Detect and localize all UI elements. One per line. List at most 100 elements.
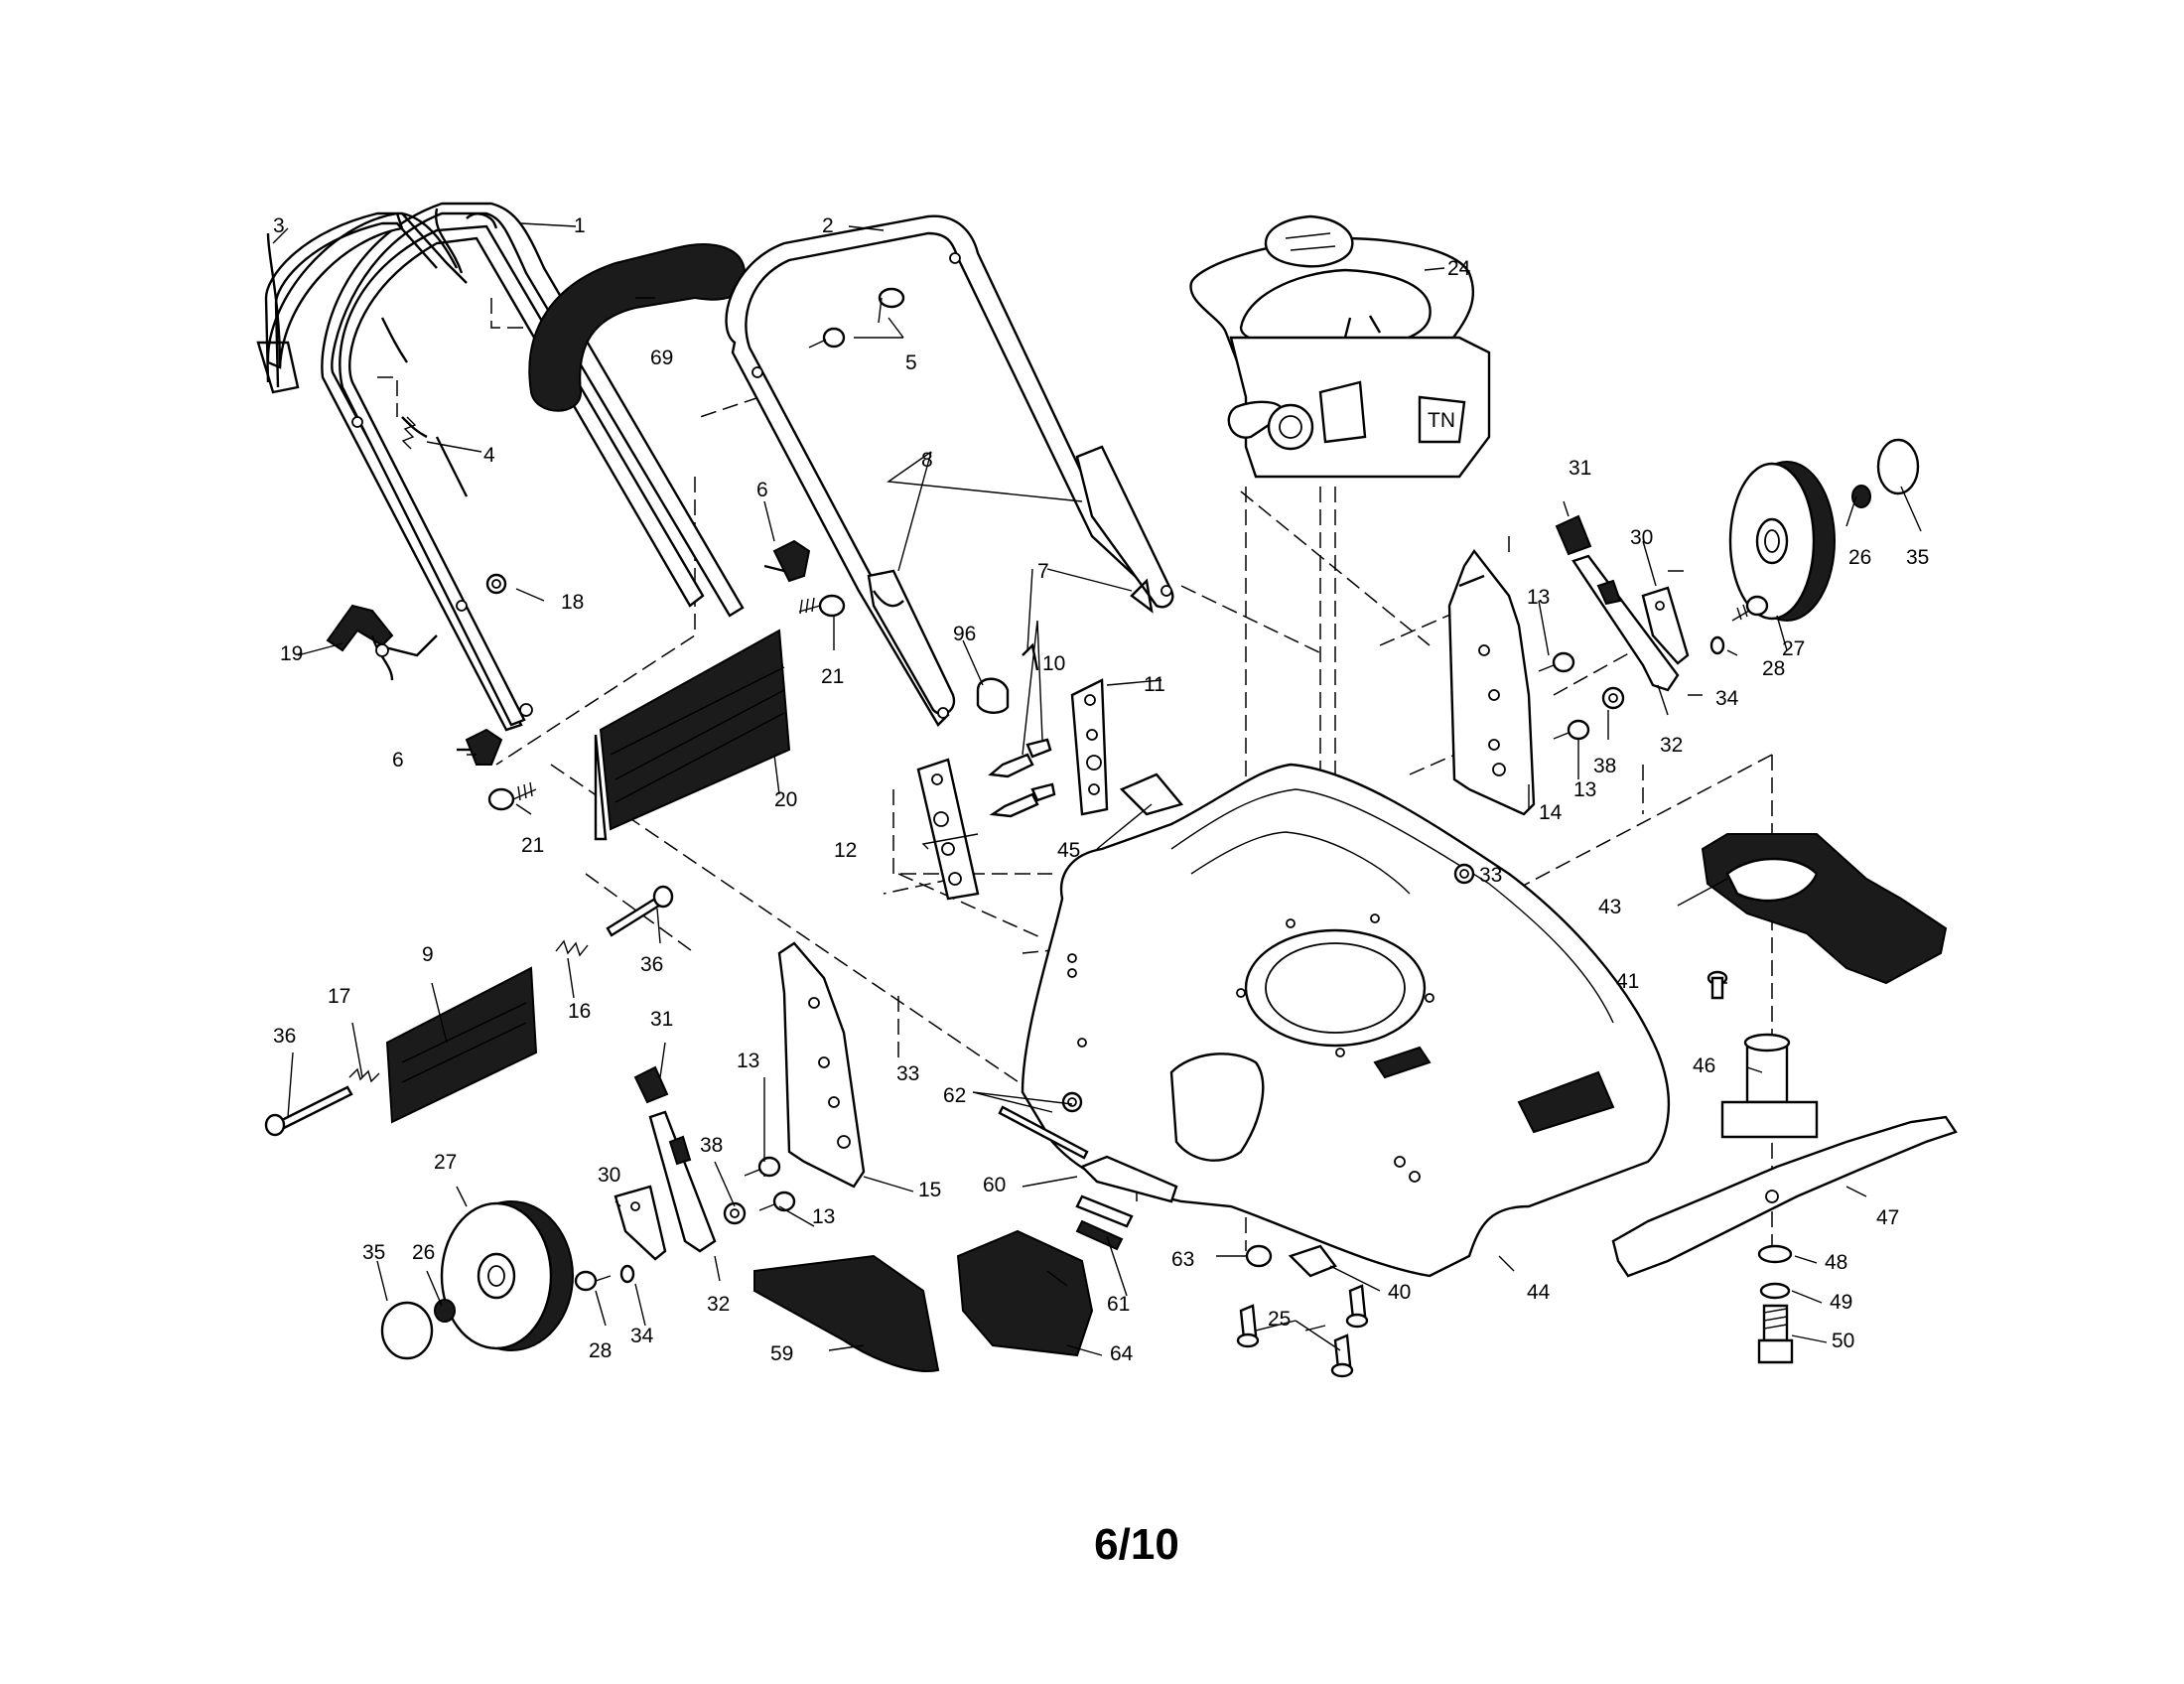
blade-47 xyxy=(1611,1115,1958,1278)
hub-nut-26-left xyxy=(434,1299,456,1323)
callout: 36 xyxy=(273,1025,296,1048)
hairpin-clip-7 xyxy=(1022,578,1154,671)
height-adjuster-14 xyxy=(1447,548,1536,816)
hinge-60 xyxy=(1075,1155,1178,1228)
callout: 9 xyxy=(422,943,434,966)
spring-16 xyxy=(555,939,589,957)
callout: 6 xyxy=(392,749,404,772)
callout: 27 xyxy=(1782,637,1805,660)
callout: 31 xyxy=(1569,457,1591,480)
callout: 47 xyxy=(1876,1206,1899,1229)
callout: 28 xyxy=(589,1339,612,1362)
callout: 17 xyxy=(328,985,350,1008)
callout: 7 xyxy=(1037,560,1049,583)
callout: 60 xyxy=(983,1174,1006,1196)
rod-36-upper xyxy=(606,885,674,937)
callout: 5 xyxy=(905,351,917,374)
handle-grip-69 xyxy=(528,243,747,412)
callout: 13 xyxy=(812,1205,835,1228)
bolt-41 xyxy=(1706,970,1728,1000)
axle-bracket-30-right xyxy=(1641,586,1690,665)
clip-40 xyxy=(1288,1244,1337,1278)
callout: 20 xyxy=(774,788,797,811)
washer-48 xyxy=(1757,1244,1793,1264)
bolts-10 xyxy=(988,738,1056,818)
callout: 48 xyxy=(1825,1251,1847,1274)
hub-cap-35-left xyxy=(380,1301,434,1360)
callout: 50 xyxy=(1832,1330,1854,1352)
callout: 30 xyxy=(598,1164,620,1187)
washer-49 xyxy=(1759,1282,1791,1300)
callout: 6 xyxy=(756,479,768,501)
callout: 32 xyxy=(707,1293,730,1316)
callout: 15 xyxy=(918,1179,941,1201)
callout: 14 xyxy=(1539,801,1563,824)
part-callouts: 3 1 2 24 69 5 4 8 6 31 30 26 35 18 7 13 … xyxy=(273,214,1929,1365)
callout: 36 xyxy=(640,953,663,976)
handle-bolts-5 xyxy=(808,287,905,349)
spring-17 xyxy=(348,1067,380,1083)
nut-33-left xyxy=(1061,1091,1083,1113)
washer-34-right xyxy=(1709,635,1725,655)
callout: 63 xyxy=(1171,1248,1194,1271)
axle-bracket-30-left xyxy=(614,1185,667,1261)
svg-text:TN: TN xyxy=(1428,409,1455,432)
wheel-27-right xyxy=(1728,461,1836,622)
callout: 32 xyxy=(1660,734,1683,757)
cable-clip-96 xyxy=(976,677,1010,714)
callout: 11 xyxy=(1144,673,1165,696)
callout: 62 xyxy=(943,1084,966,1107)
bolt-28-left xyxy=(574,1270,612,1292)
callout: 38 xyxy=(1593,755,1616,777)
callout: 13 xyxy=(1573,778,1596,801)
handle-knob-19 xyxy=(326,604,438,681)
spacer-38-right xyxy=(1601,686,1625,710)
callout: 35 xyxy=(1906,546,1929,569)
callout: 13 xyxy=(737,1050,759,1072)
bolt-21-lower xyxy=(487,781,537,811)
discharge-cover-64 xyxy=(956,1229,1094,1357)
height-bracket-12 xyxy=(916,758,980,901)
callout: 30 xyxy=(1630,526,1653,549)
callout: 43 xyxy=(1598,896,1621,918)
lever-knob-31-left xyxy=(633,1065,669,1104)
callout: 44 xyxy=(1527,1281,1551,1304)
leader-lines xyxy=(272,222,1922,1356)
mulch-door-9 xyxy=(385,966,538,1124)
callout: 19 xyxy=(280,642,303,665)
callout: 40 xyxy=(1388,1281,1411,1304)
bolt-13-left-lower xyxy=(758,1191,796,1212)
callout: 46 xyxy=(1693,1054,1715,1077)
callout: 13 xyxy=(1527,586,1550,609)
callout: 4 xyxy=(483,444,495,467)
bolt-13-right-upper xyxy=(1538,651,1575,673)
callout: 31 xyxy=(650,1008,673,1031)
handle-knob-6-lower xyxy=(457,728,503,766)
bolt-21-upper xyxy=(798,594,846,618)
callout: 35 xyxy=(362,1241,385,1264)
bolt-28-right xyxy=(1731,595,1769,622)
callout: 3 xyxy=(273,214,285,237)
handle-knob-6-upper xyxy=(763,539,811,583)
hub-nut-26-right xyxy=(1851,485,1871,508)
callout: 59 xyxy=(770,1342,793,1365)
spacer-38-left xyxy=(723,1201,747,1225)
callout: 41 xyxy=(1616,970,1639,993)
nut-33-right xyxy=(1453,863,1475,885)
rod-36-lower xyxy=(264,1085,353,1137)
callout: 96 xyxy=(953,623,976,645)
hinge-rod-62 xyxy=(998,1105,1089,1160)
callout: 10 xyxy=(1042,652,1065,675)
adjust-lever-32-right xyxy=(1571,554,1680,692)
callout: 45 xyxy=(1057,839,1080,862)
callout: 12 xyxy=(834,839,857,862)
rear-flap-20 xyxy=(594,629,791,841)
cable-spring-4 xyxy=(380,317,469,497)
blade-adapter-46 xyxy=(1720,1033,1819,1139)
callout: 28 xyxy=(1762,657,1785,680)
bolt-13-left-upper xyxy=(744,1156,781,1178)
bolt-13-right-lower xyxy=(1553,719,1590,741)
callout: 34 xyxy=(630,1325,654,1347)
nut-18 xyxy=(485,573,507,595)
